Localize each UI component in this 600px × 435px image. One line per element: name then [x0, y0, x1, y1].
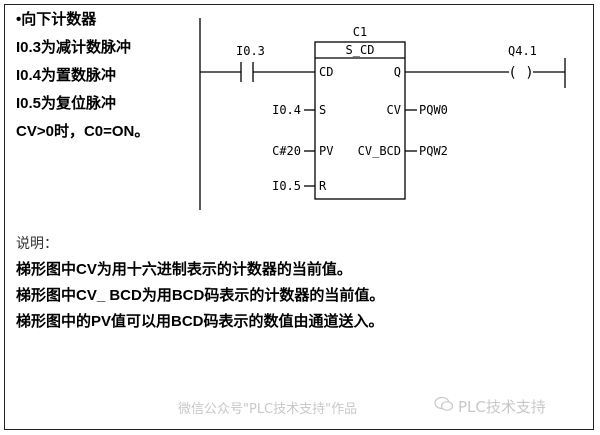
counter-block	[314, 41, 406, 200]
notes-line-4: CV>0时，C0=ON。	[16, 123, 150, 140]
counter-name: C1	[353, 25, 367, 39]
notes-title: •向下计数器	[16, 11, 97, 28]
pin-pv: PV	[319, 144, 333, 158]
input-pv-label: C#20	[272, 144, 301, 158]
pin-r: R	[319, 179, 327, 193]
figure-frame	[4, 4, 594, 430]
notes-line-2: I0.4为置数脉冲	[16, 67, 117, 84]
pin-s: S	[319, 103, 326, 117]
watermark-brand: PLC技术支持	[458, 398, 546, 416]
pin-q: Q	[394, 65, 401, 79]
input-r-label: I0.5	[272, 179, 301, 193]
contact-label: I0.3	[236, 44, 265, 58]
input-s-label: I0.4	[272, 103, 301, 117]
notes-line-1: I0.3为减计数脉冲	[16, 39, 132, 56]
pin-cv: CV	[387, 103, 401, 117]
description-heading: 说明：	[16, 236, 58, 252]
coil-symbol: ( )	[508, 65, 533, 81]
output-cv-label: PQW0	[419, 103, 448, 117]
description-line-2: 梯形图中CV_ BCD为用BCD码表示的计数器的当前值。	[16, 287, 385, 304]
pin-cd: CD	[319, 65, 333, 79]
description-line-1: 梯形图中CV为用十六进制表示的计数器的当前值。	[16, 261, 352, 278]
notes-line-3: I0.5为复位脉冲	[16, 95, 117, 112]
description-line-3: 梯形图中的PV值可以用BCD码表示的数值由通道送入。	[16, 313, 384, 330]
output-cv-bcd-label: PQW2	[419, 144, 448, 158]
coil-label: Q4.1	[508, 44, 537, 58]
pin-cv-bcd: CV_BCD	[358, 144, 401, 158]
block-type: S_CD	[346, 43, 375, 57]
ladder-diagram: C1 S_CD I0.3 Q4.1 ( ) CD Q S CV PV CV_BC…	[199, 18, 566, 210]
wechat-icon	[434, 396, 454, 412]
watermark-text: 微信公众号"PLC技术支持"作品	[178, 402, 358, 417]
